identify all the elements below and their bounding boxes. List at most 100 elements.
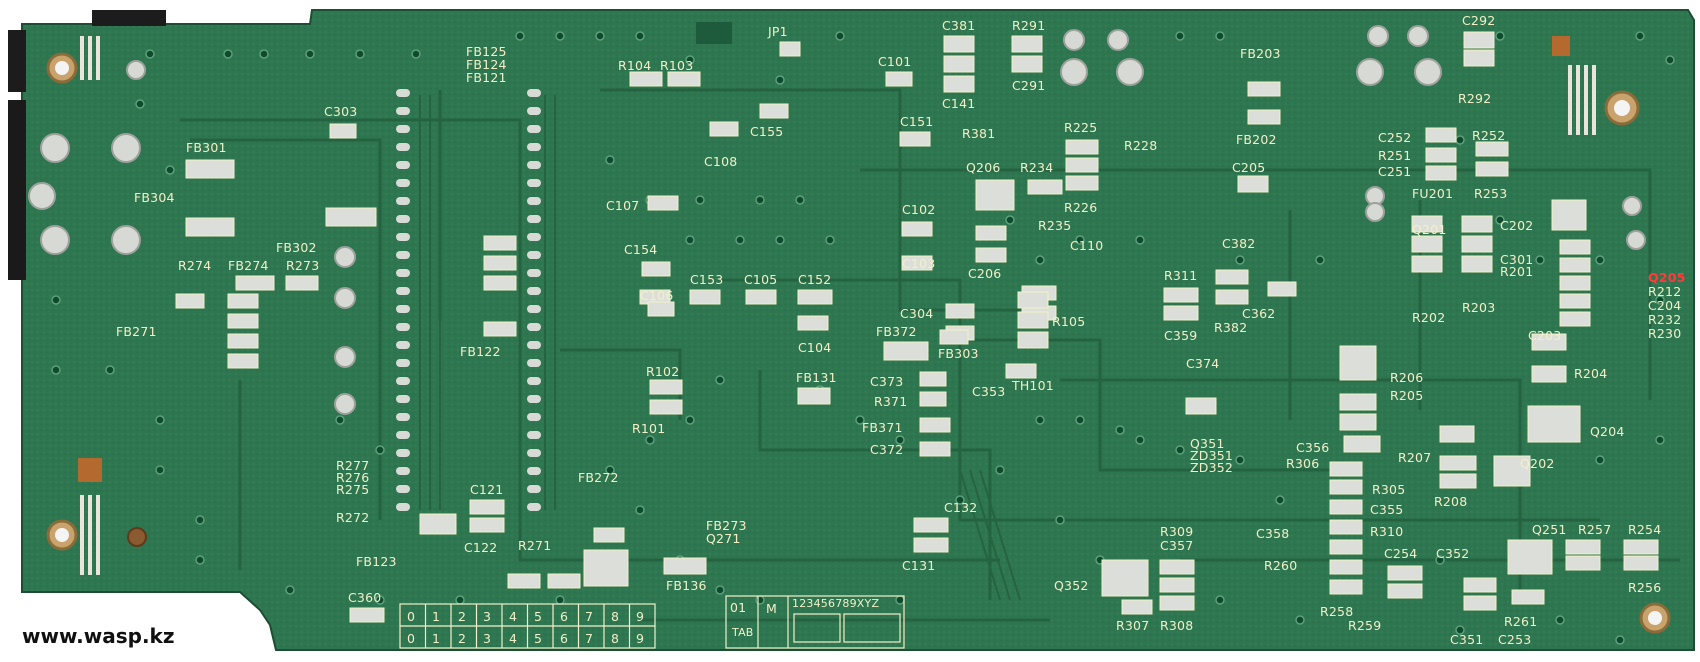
label-r276: R276	[336, 470, 369, 485]
label-c104: C104	[798, 340, 831, 355]
svg-text:5: 5	[534, 609, 542, 624]
label-r225: R225	[1064, 120, 1097, 135]
svg-text:4: 4	[509, 609, 517, 624]
svg-text:7: 7	[585, 609, 593, 624]
label-c382: C382	[1222, 236, 1255, 251]
label-r257: R257	[1578, 522, 1611, 537]
svg-text:5: 5	[534, 631, 542, 646]
label-c362: C362	[1242, 306, 1275, 321]
label-q202: Q202	[1520, 456, 1555, 471]
silkscreen-labels: JP1 C381 R291 C292 R104 R103 C101 C291 F…	[116, 13, 1685, 647]
label-c103: C103	[902, 256, 935, 271]
code-box-letters: TAB	[731, 626, 754, 639]
label-c352: C352	[1436, 546, 1469, 561]
label-c292: C292	[1462, 13, 1495, 28]
label-r261: R261	[1504, 614, 1537, 629]
label-q271: Q271	[706, 531, 741, 546]
dark-marker-top	[696, 22, 732, 44]
svg-text:7: 7	[585, 631, 593, 646]
label-fb136: FB136	[666, 578, 707, 593]
label-fb122: FB122	[460, 344, 501, 359]
label-c141: C141	[942, 96, 975, 111]
label-c151: C151	[900, 114, 933, 129]
label-fb124: FB124	[466, 57, 507, 72]
label-r272: R272	[336, 510, 369, 525]
label-r201: R201	[1500, 264, 1533, 279]
svg-text:2: 2	[458, 631, 466, 646]
label-c155: C155	[750, 124, 783, 139]
connector-tab-top	[8, 30, 26, 92]
code-box-digits: 01	[730, 600, 746, 615]
label-c251: C251	[1378, 164, 1411, 179]
label-c101: C101	[878, 54, 911, 69]
label-c252: C252	[1378, 130, 1411, 145]
label-r307: R307	[1116, 618, 1149, 633]
label-q251: Q251	[1532, 522, 1567, 537]
label-c131: C131	[902, 558, 935, 573]
label-c203: C203	[1528, 328, 1561, 343]
label-zd352: ZD352	[1190, 460, 1233, 475]
label-r253: R253	[1474, 186, 1507, 201]
label-r252: R252	[1472, 128, 1505, 143]
svg-text:9: 9	[636, 631, 644, 646]
label-c105: C105	[744, 272, 777, 287]
label-r251: R251	[1378, 148, 1411, 163]
svg-text:9: 9	[636, 609, 644, 624]
label-r235: R235	[1038, 218, 1071, 233]
mounting-holes	[46, 52, 1671, 634]
svg-text:4: 4	[509, 631, 517, 646]
label-c304: C304	[900, 306, 933, 321]
label-r275: R275	[336, 482, 369, 497]
label-c356: C356	[1296, 440, 1329, 455]
label-c353: C353	[972, 384, 1005, 399]
label-r232: R232	[1648, 312, 1681, 327]
label-c372: C372	[870, 442, 903, 457]
label-fu201: FU201	[1412, 186, 1453, 201]
label-th101: TH101	[1011, 378, 1054, 393]
label-c351: C351	[1450, 632, 1483, 647]
connector-top-edge	[92, 10, 166, 26]
label-jp1: JP1	[767, 24, 788, 39]
svg-text:8: 8	[611, 631, 619, 646]
digit-grid	[399, 603, 656, 649]
label-c154: C154	[624, 242, 657, 257]
label-c357: C357	[1160, 538, 1193, 553]
svg-text:8: 8	[611, 609, 619, 624]
ic-pin-column-right	[527, 89, 541, 511]
label-r271: R271	[518, 538, 551, 553]
label-r258: R258	[1320, 604, 1353, 619]
label-r254: R254	[1628, 522, 1661, 537]
label-r381: R381	[962, 126, 995, 141]
label-r277: R277	[336, 458, 369, 473]
label-r212: R212	[1648, 284, 1681, 299]
label-fb273: FB273	[706, 518, 747, 533]
label-fb274: FB274	[228, 258, 269, 273]
label-c254: C254	[1384, 546, 1417, 561]
label-c381: C381	[942, 18, 975, 33]
label-r291: R291	[1012, 18, 1045, 33]
svg-text:1: 1	[432, 609, 440, 624]
ic-pin-column-left	[396, 89, 410, 511]
edge-fingers	[80, 36, 1596, 575]
label-c152: C152	[798, 272, 831, 287]
label-fb202: FB202	[1236, 132, 1277, 147]
gold-test-pad-right	[1552, 36, 1570, 56]
svg-text:6: 6	[560, 609, 568, 624]
label-r202: R202	[1412, 310, 1445, 325]
label-q204: Q204	[1590, 424, 1625, 439]
label-q351: Q351	[1190, 436, 1225, 451]
label-c374: C374	[1186, 356, 1219, 371]
label-r207: R207	[1398, 450, 1431, 465]
label-c355: C355	[1370, 502, 1403, 517]
label-c202: C202	[1500, 218, 1533, 233]
label-r102: R102	[646, 364, 679, 379]
label-r206: R206	[1390, 370, 1423, 385]
watermark-text: www.wasp.kz	[22, 624, 175, 648]
label-q206: Q206	[966, 160, 1001, 175]
label-r205: R205	[1390, 388, 1423, 403]
label-r382: R382	[1214, 320, 1247, 335]
label-r208: R208	[1434, 494, 1467, 509]
label-c204: C204	[1648, 298, 1681, 313]
trace-bundle-left	[419, 95, 1021, 601]
